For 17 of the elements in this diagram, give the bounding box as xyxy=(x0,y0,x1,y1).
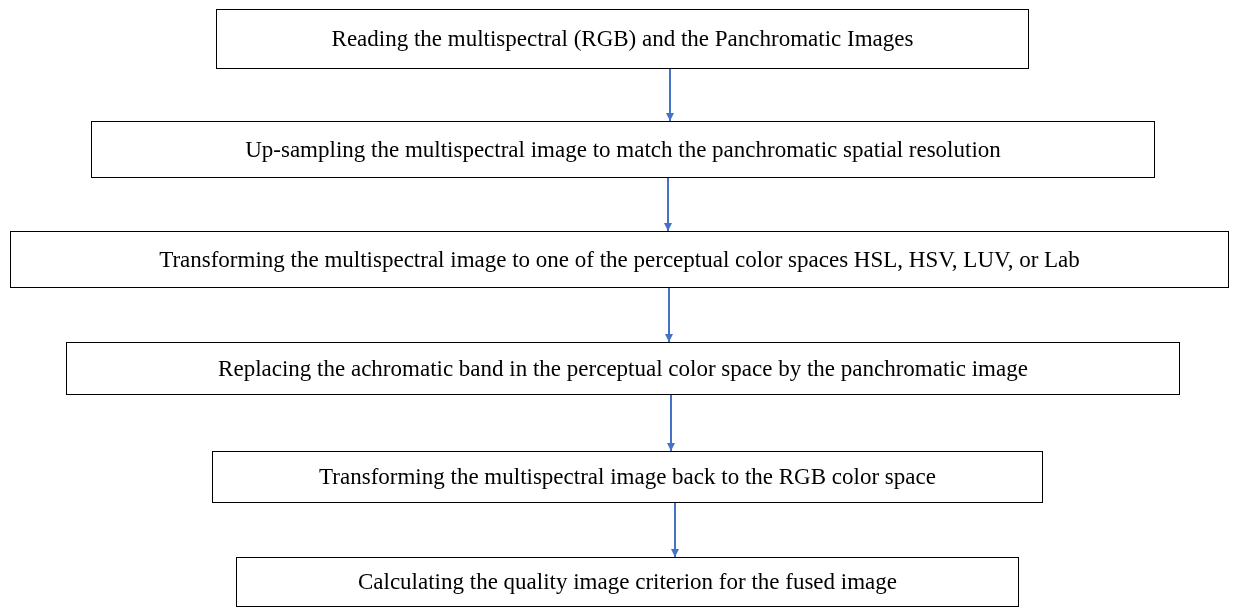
arrow xyxy=(666,68,674,122)
arrow xyxy=(665,287,673,343)
step-text: Transforming the multispectral image to one of the perceptual color spaces HSL, HSV, LUV, or Lab xyxy=(159,246,1080,273)
step-text: Up-sampling the multispectral image to match the panchromatic spatial resolution xyxy=(245,136,1001,163)
process-box xyxy=(212,451,1043,503)
step-text: Transforming the multispectral image back to the RGB color space xyxy=(319,464,936,490)
arrow xyxy=(671,502,679,558)
process-box xyxy=(216,9,1029,69)
process-box xyxy=(66,342,1180,395)
step-text: Reading the multispectral (RGB) and the Panchromatic Images xyxy=(331,26,914,52)
arrow xyxy=(664,177,672,232)
step-text: Calculating the quality image criterion for the fused image xyxy=(357,569,897,595)
process-box xyxy=(91,121,1155,178)
arrow xyxy=(667,394,675,452)
step-text: Replacing the achromatic band in the perceptual color space by the panchromatic image xyxy=(218,355,1028,382)
process-box xyxy=(10,231,1229,288)
process-box xyxy=(236,557,1019,607)
